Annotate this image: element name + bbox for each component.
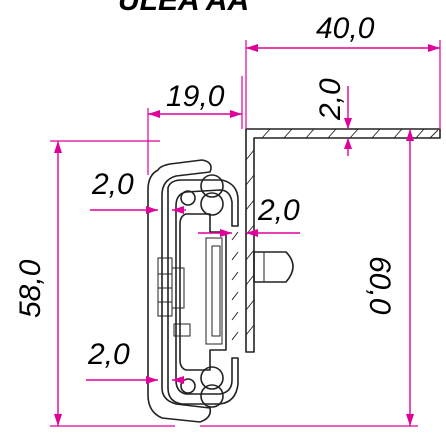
dimension-gap-lower: 2,0 <box>86 338 186 384</box>
dimension-gap-upper: 2,0 <box>90 168 186 214</box>
dim-label-gap-upper: 2,0 <box>91 168 134 201</box>
dimension-flange-thickness: 2,0 <box>314 78 352 156</box>
dimension-width-total: 40,0 <box>245 12 441 129</box>
dim-label-58: 58,0 <box>14 259 47 318</box>
drawing-title: ULEA AA <box>118 0 249 17</box>
dim-label-gap-lower: 2,0 <box>87 338 130 371</box>
dim-label-60: 60,0 <box>363 256 396 315</box>
dim-label-19: 19,0 <box>166 80 225 113</box>
dimension-width-rail: 19,0 <box>147 76 243 175</box>
dim-label-flange: 2,0 <box>314 78 347 121</box>
dimension-height-rail: 58,0 <box>14 140 175 427</box>
bracket-profile <box>245 128 441 353</box>
dimension-height-total: 60,0 <box>200 129 418 427</box>
dim-label-40: 40,0 <box>316 12 375 45</box>
dim-label-gap-middle: 2,0 <box>257 194 300 227</box>
dimension-gap-middle: 2,0 <box>198 194 300 237</box>
